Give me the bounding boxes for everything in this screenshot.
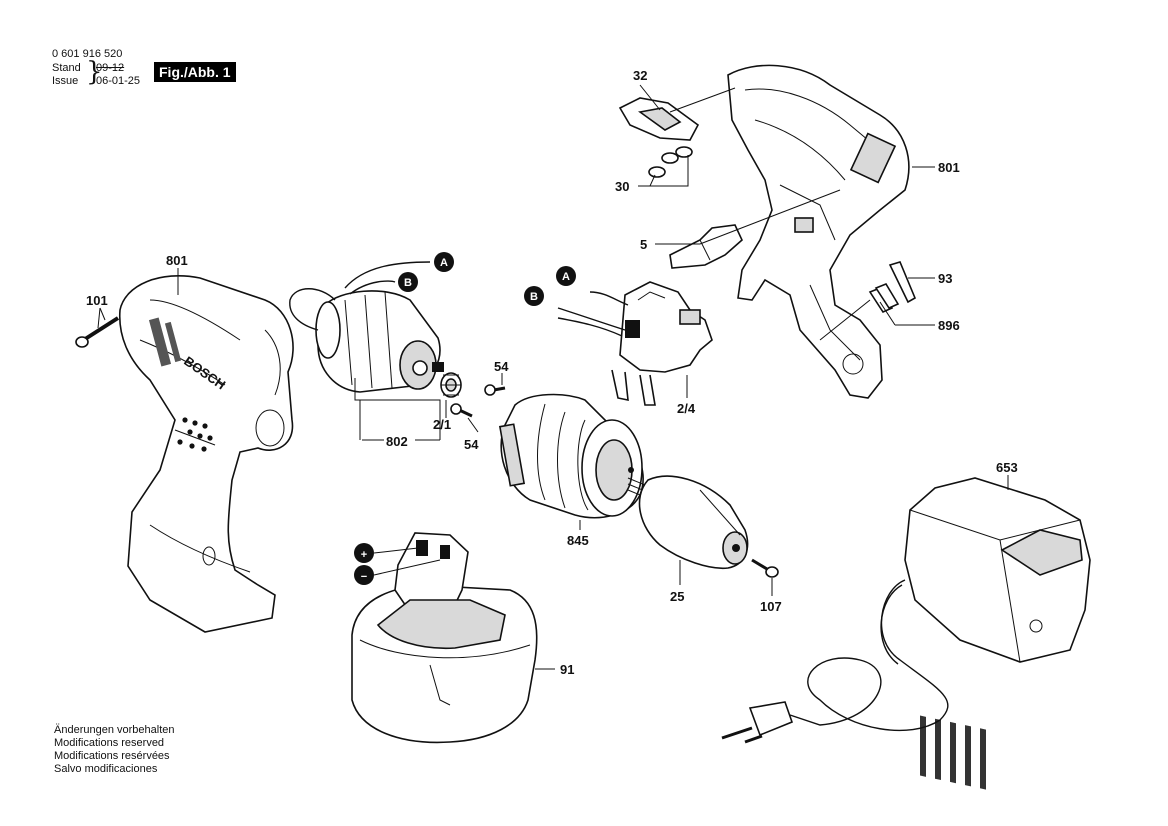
housing-right-801 xyxy=(727,64,910,399)
modifications-notice: Änderungen vorbehalten Modifications res… xyxy=(54,724,174,776)
callout-845: 845 xyxy=(567,533,589,548)
pinion-2-1 xyxy=(440,372,462,398)
chuck-25 xyxy=(638,475,749,570)
connector-a-top-label: A xyxy=(440,257,448,269)
screw-107 xyxy=(751,558,779,578)
callout-2-1: 2/1 xyxy=(433,417,451,432)
callout-93: 93 xyxy=(938,271,952,286)
connector-b-switch: B xyxy=(524,286,544,306)
battery-plus-terminal: + xyxy=(354,543,419,563)
plus-label: + xyxy=(361,549,367,561)
stand-label: Stand xyxy=(52,62,81,74)
notice-en: Modifications reserved xyxy=(54,737,165,749)
callout-801-left: 801 xyxy=(166,253,188,268)
slider-32 xyxy=(618,97,700,141)
bit-93 xyxy=(888,261,917,304)
brace-glyph: } xyxy=(86,57,103,87)
leader-lines xyxy=(99,84,1009,670)
charger-653 xyxy=(721,477,1091,790)
notice-es: Salvo modificaciones xyxy=(54,763,158,775)
callout-25: 25 xyxy=(670,589,684,604)
callout-30: 30 xyxy=(615,179,629,194)
bit-holder-896 xyxy=(868,283,900,314)
callout-32: 32 xyxy=(633,68,647,83)
notice-de: Änderungen vorbehalten xyxy=(54,724,175,736)
connector-b-top: B xyxy=(398,272,418,292)
callout-91: 91 xyxy=(560,662,574,677)
figure-label: Fig./Abb. 1 xyxy=(154,62,236,82)
callout-2-4: 2/4 xyxy=(677,401,696,416)
callout-801-right: 801 xyxy=(938,160,960,175)
battery-minus-terminal: − xyxy=(354,559,441,585)
switch-2-4 xyxy=(557,281,713,406)
document-number: 0 601 916 520 xyxy=(52,48,123,60)
minus-label: − xyxy=(361,571,367,583)
vent-holes xyxy=(148,317,213,452)
screw-54-lower xyxy=(450,403,473,418)
connector-b-top-label: B xyxy=(404,277,412,289)
issue-label: Issue xyxy=(52,75,79,87)
connector-a-switch: A xyxy=(556,266,576,286)
callout-54-lower: 54 xyxy=(464,437,479,452)
callout-653: 653 xyxy=(996,460,1018,475)
battery-91 xyxy=(351,532,538,744)
connector-a-switch-label: A xyxy=(562,271,570,283)
motor-802 xyxy=(289,261,444,393)
notice-fr: Modifications resérvées xyxy=(54,750,170,762)
callout-107: 107 xyxy=(760,599,782,614)
connector-b-switch-label: B xyxy=(530,291,538,303)
callout-101: 101 xyxy=(86,293,108,308)
connector-a-top: A xyxy=(434,252,454,272)
callout-5: 5 xyxy=(640,237,647,252)
callout-802: 802 xyxy=(386,434,408,449)
issue-date: 06-01-25 xyxy=(96,75,141,87)
callout-54-upper: 54 xyxy=(494,359,509,374)
spring-30 xyxy=(648,146,693,178)
callout-896: 896 xyxy=(938,318,960,333)
housing-left-801: BOSCH xyxy=(118,275,294,633)
charger-vents xyxy=(920,715,986,790)
screw-54-upper xyxy=(484,384,506,396)
gearbox-845 xyxy=(498,393,646,519)
screw-101 xyxy=(75,307,120,348)
stand-date: 09-12 xyxy=(96,62,125,74)
